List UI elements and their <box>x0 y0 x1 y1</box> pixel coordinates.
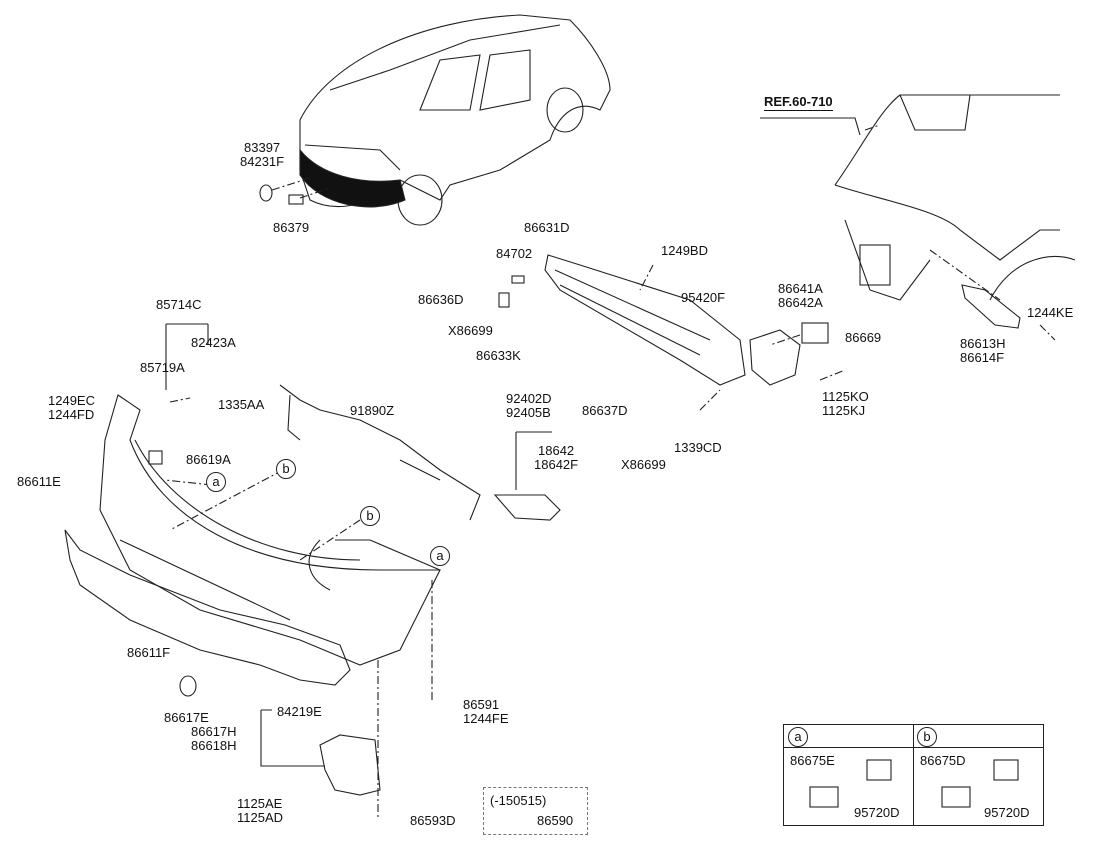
part-1125KJ: 1125KJ <box>822 403 866 418</box>
part-18642: 18642 <box>538 443 575 458</box>
reflector-illustration <box>493 494 561 521</box>
part-86642A: 86642A <box>778 295 823 310</box>
part-1249BD: 1249BD <box>661 243 708 258</box>
part-86613H: 86613H <box>960 336 1006 351</box>
part-83397: 83397 <box>244 140 281 155</box>
part-85714C: 85714C <box>156 297 202 312</box>
part-86637D: 86637D <box>582 403 628 418</box>
part-1339CD: 1339CD <box>674 440 722 455</box>
part-1244FE: 1244FE <box>463 711 509 726</box>
part-86614F: 86614F <box>960 350 1005 365</box>
callout-b-1: b <box>276 459 296 479</box>
part-1244KE: 1244KE <box>1027 305 1074 320</box>
wiring-harness-illustration <box>279 384 481 521</box>
sensor-inset: a b 86675E 95720D 86675D 95720D <box>783 724 1044 826</box>
variant-box <box>483 787 588 835</box>
pad-86669 <box>801 322 829 344</box>
part-86669: 86669 <box>845 330 882 345</box>
part-1125KO: 1125KO <box>822 389 869 404</box>
part-91890Z: 91890Z <box>350 403 395 418</box>
part-X86699-a: X86699 <box>448 323 493 338</box>
beam-illustration <box>544 254 746 386</box>
part-86611E: 86611E <box>17 474 61 489</box>
part-84231F: 84231F <box>240 154 285 169</box>
bumper-cover-illustration <box>99 394 441 666</box>
part-1249EC: 1249EC <box>48 393 95 408</box>
inset-tag-b: b <box>917 727 937 747</box>
part-84219E: 84219E <box>277 704 322 719</box>
part-86590: 86590 <box>537 813 574 828</box>
bracket-illustration <box>749 329 801 386</box>
inset-b-part2: 95720D <box>984 805 1030 820</box>
part-1244FD: 1244FD <box>48 407 95 422</box>
part-86619A: 86619A <box>186 452 231 467</box>
callout-a-1: a <box>206 472 226 492</box>
part-86591: 86591 <box>463 697 500 712</box>
part-86631D: 86631D <box>524 220 570 235</box>
part-1335AA: 1335AA <box>218 397 265 412</box>
part-X86699-b: X86699 <box>621 457 666 472</box>
inset-a-part2: 95720D <box>854 805 900 820</box>
part-86618H: 86618H <box>191 738 237 753</box>
car-illustration <box>299 14 611 226</box>
fender-illustration <box>834 94 1076 301</box>
part-95420F: 95420F <box>681 290 726 305</box>
inset-tag-a: a <box>788 727 808 747</box>
part-150515: (-150515) <box>490 793 547 808</box>
side-bracket-illustration <box>961 284 1021 329</box>
inset-b-part1: 86675D <box>920 753 966 768</box>
part-86593D: 86593D <box>410 813 456 828</box>
sensor-inset-drawings <box>809 759 1019 808</box>
part-86379: 86379 <box>273 220 310 235</box>
part-82423A: 82423A <box>191 335 236 350</box>
lower-lip-illustration <box>64 529 351 686</box>
part-85719A: 85719A <box>140 360 185 375</box>
part-86617E: 86617E <box>164 710 209 725</box>
callout-a-2: a <box>430 546 450 566</box>
ref-label: REF.60-710 <box>764 94 833 111</box>
part-86633K: 86633K <box>476 348 521 363</box>
part-18642F: 18642F <box>534 457 579 472</box>
part-86636D: 86636D <box>418 292 464 307</box>
part-92402D: 92402D <box>506 391 552 406</box>
part-86617H: 86617H <box>191 724 237 739</box>
part-84702: 84702 <box>496 246 533 261</box>
undercover-illustration <box>319 734 381 796</box>
part-1125AD: 1125AD <box>237 810 284 825</box>
inset-divider <box>913 725 914 825</box>
part-86641A: 86641A <box>778 281 823 296</box>
part-1125AE: 1125AE <box>237 796 283 811</box>
callout-b-2: b <box>360 506 380 526</box>
inset-a-part1: 86675E <box>790 753 835 768</box>
part-86611F: 86611F <box>127 645 171 660</box>
part-92405B: 92405B <box>506 405 551 420</box>
